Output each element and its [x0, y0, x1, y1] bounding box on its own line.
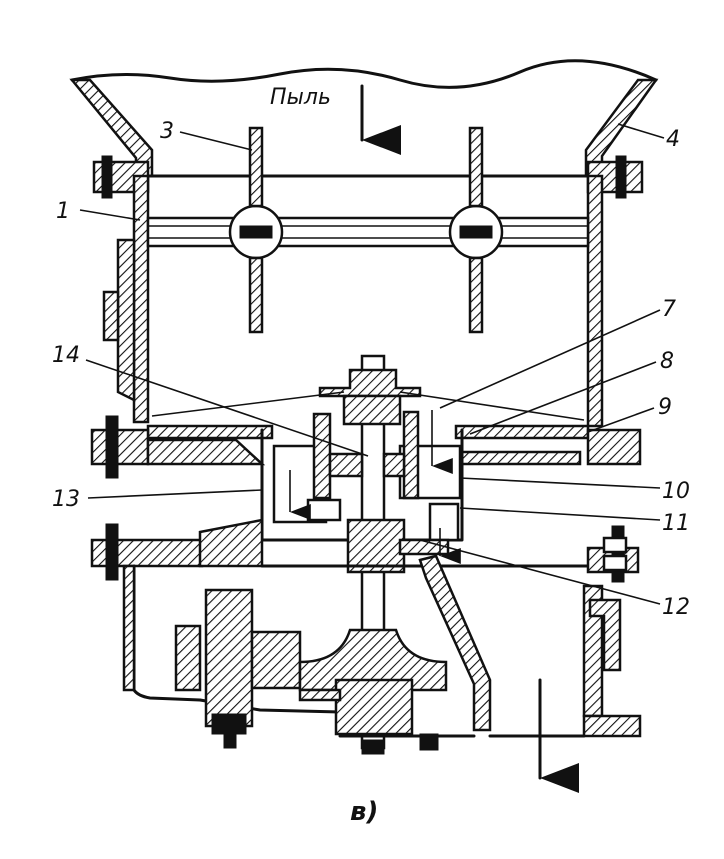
flow-arrows	[289, 84, 579, 793]
lower-housing	[122, 554, 642, 751]
callout-9: 9	[658, 395, 672, 420]
leader-lines	[79, 123, 665, 605]
callout-14: 14	[52, 343, 80, 368]
figure-caption: в)	[350, 797, 378, 827]
callout-4: 4	[666, 127, 680, 152]
callout-12: 12	[662, 595, 690, 620]
top-flange	[92, 155, 644, 199]
casing	[102, 174, 604, 428]
middle-flange	[90, 518, 640, 583]
rotor-assembly	[260, 410, 464, 574]
agitator-shaft	[146, 126, 590, 334]
callout-10: 10	[662, 479, 690, 504]
callout-11: 11	[662, 511, 690, 536]
callout-1: 1	[56, 199, 70, 224]
callout-7: 7	[662, 297, 676, 322]
callout-13: 13	[52, 487, 80, 512]
callout-3: 3	[160, 119, 174, 144]
flow-label: Пыль	[270, 85, 331, 110]
callout-8: 8	[660, 349, 674, 374]
